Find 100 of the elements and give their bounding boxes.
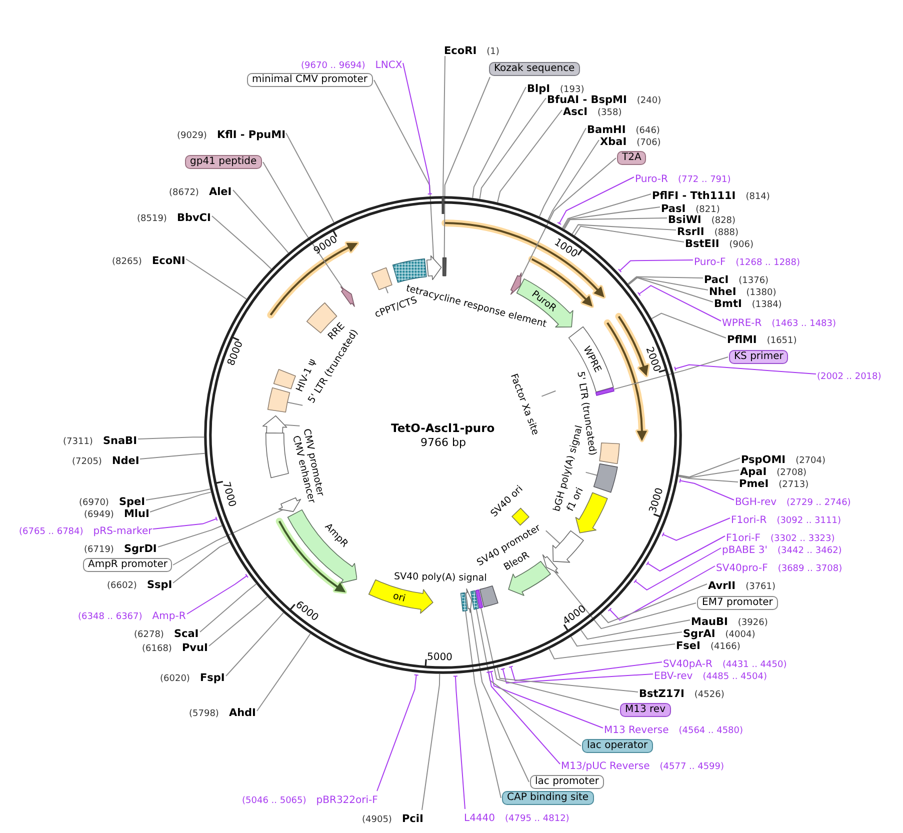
enzyme-label: BamHI (646) [587,122,660,134]
feature-tag: M13 rev [620,703,670,717]
leader-line [138,436,204,440]
leader-line [186,574,248,614]
enzyme-label: (7311) SnaBI [63,433,137,445]
leader-line [152,516,218,530]
leader-line [637,285,722,322]
leader-line [580,620,690,640]
leader-line [146,488,211,500]
feature-box [267,386,291,413]
enzyme-label: FseI (4166) [676,638,740,650]
enzyme-label: (8519) BbvCI [137,210,211,222]
leader-line [376,674,419,792]
plasmid-size: 9766 bp [420,436,466,448]
leader-line [208,596,268,646]
leader-line [608,566,716,621]
leader-line [564,218,668,230]
enzyme-label: PmeI (2713) [739,476,809,488]
primer-label: Puro-R (772 .. 791) [635,171,731,183]
enzyme-label: EcoRI (1) [444,43,500,55]
primer-label: (9670 .. 9694) LNCX [301,57,402,69]
feature-tag: gp41 peptide [185,155,262,169]
feature-tag: minimal CMV promoter [247,73,372,87]
leader-line [262,162,344,290]
leader-line [200,584,257,632]
leader-line [539,128,586,217]
primer-label: EBV-rev (4485 .. 4504) [654,668,767,680]
primer-label: pBABE 3' (3442 .. 3462) [722,542,842,554]
enzyme-label: (5798) AhdI [189,705,256,717]
enzyme-label: (6168) PvuI [142,640,208,652]
feature-mark [595,386,616,396]
enzyme-label: PasI (821) [661,201,720,213]
enzyme-label: AscI (358) [563,104,622,116]
feature-tag: lac promoter [530,775,604,789]
enzyme-label: ApaI (2708) [740,464,807,476]
leader-line [158,525,222,548]
leader-line [600,584,708,624]
leader-line [557,176,634,225]
primer-label: F1ori-F (3302 .. 3323) [726,530,835,542]
leader-line [444,76,490,258]
leader-line [613,356,728,390]
leader-line [476,608,582,746]
primer-label: L4440 (4795 .. 4812) [464,810,570,822]
leader-line [541,390,556,397]
scale-label: 8000 [226,340,246,368]
scale-label: 3000 [647,486,666,514]
directional-feature [552,530,585,564]
scale-label: 7000 [220,480,237,508]
leader-line [452,676,466,810]
leader-line [442,56,446,196]
leader-line [618,260,694,273]
leader-line [628,276,708,290]
leader-line [488,670,604,728]
enzyme-label: PflMI (1651) [727,332,797,344]
enzyme-label: (6602) SspI [107,577,172,589]
directional-feature [465,588,472,614]
leader-line [286,402,304,406]
enzyme-label: BstZ17I (4526) [639,686,724,698]
enzyme-label: XbaI (706) [600,134,661,146]
feature-box [470,590,480,610]
leader-line [574,226,684,242]
enzyme-label: BstEII (906) [685,236,754,248]
leader-line [548,644,676,660]
feature-label: Factor Xa site [508,372,542,438]
primer-label: (6348 .. 6367) Amp-R [78,608,186,620]
feature-box [460,592,468,612]
enzyme-label: (8672) AleI [169,184,232,196]
leader-line [232,190,289,254]
primer-label: SV40pro-F (3689 .. 3708) [716,560,842,572]
leader-line [508,662,662,682]
enzyme-label: (4905) PciI [362,811,424,823]
feature-tag: Kozak sequence [489,62,580,76]
directional-feature [340,286,355,308]
feature-tag: KS primer [729,350,788,364]
directional-feature [262,414,288,434]
leader-line [628,277,714,302]
directional-feature [426,254,442,280]
enzyme-label: BlpI (193) [527,81,584,93]
enzyme-label: SgrAI (4004) [683,626,756,638]
primer-label: SV40pA-R (4431 .. 4450) [663,656,787,668]
directional-feature [510,272,522,296]
leader-line [465,610,502,798]
leader-line [284,424,300,426]
feature-tag: T2A [617,151,646,165]
feature-box [592,462,618,494]
feature-mark [442,257,447,277]
primer-label: M13/pUC Reverse (4577 .. 4599) [561,758,724,770]
leader-line [572,224,676,234]
enzyme-label: (6278) ScaI [134,626,199,638]
primer-label: (5046 .. 5065) pBR322ori-F [242,792,378,804]
leader-line [562,194,652,229]
enzyme-label: (7205) NdeI [72,453,140,465]
leader-line [634,548,722,590]
leader-line [286,132,334,223]
plasmid-name: TetO-Ascl1-puro [391,422,495,434]
leader-line [226,612,284,676]
enzyme-label: PflFI - Tth111I (814) [652,188,770,200]
primer-label: (2002 .. 2018) [817,368,882,380]
leader-line [140,452,206,460]
leader-line [545,530,561,544]
